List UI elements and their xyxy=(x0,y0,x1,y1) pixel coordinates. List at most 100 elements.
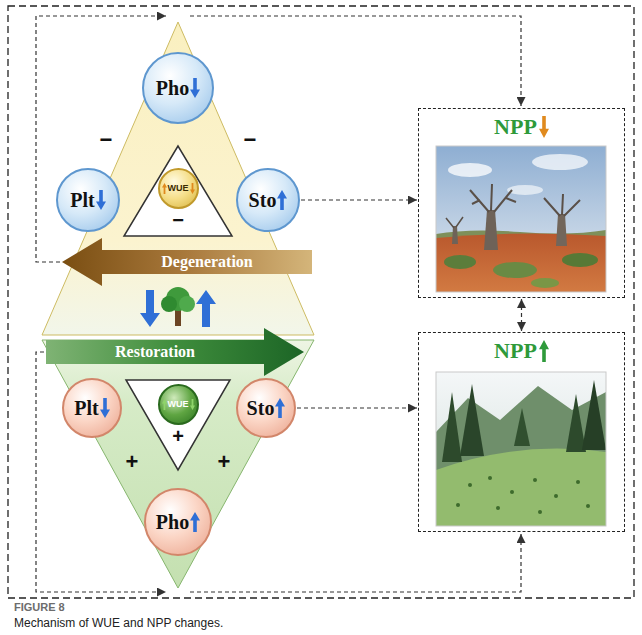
trend-arrow xyxy=(277,190,287,210)
figure-caption: Mechanism of WUE and NPP changes. xyxy=(14,616,223,631)
arrow-body xyxy=(62,238,312,286)
seedling xyxy=(538,510,542,514)
bush xyxy=(562,253,598,267)
trend-arrow-shape xyxy=(539,340,549,362)
baobab-trunk xyxy=(556,214,567,246)
desert-photo xyxy=(436,146,606,292)
degeneration-arrow: Degeneration xyxy=(62,238,312,286)
npp-label: NPP xyxy=(494,115,537,139)
trend-arrow-shape xyxy=(190,399,195,410)
dashed-connector xyxy=(521,299,522,331)
circle-label: Sto xyxy=(249,190,277,210)
circle-content: Sto xyxy=(247,398,286,418)
trend-arrow xyxy=(96,190,106,210)
circle-label: Sto xyxy=(247,398,275,418)
trend-arrow-shape xyxy=(162,399,167,410)
stomata-circle: Sto xyxy=(236,168,300,232)
circle-content: Sto xyxy=(249,190,288,210)
plant-circle: Plt xyxy=(62,378,122,438)
photo-sky xyxy=(436,146,606,292)
npp-panel: NPP xyxy=(418,108,625,298)
seedlings xyxy=(456,476,590,514)
restoration-triangle xyxy=(42,340,314,588)
circle-label: Plt xyxy=(70,190,94,210)
trend-arrow-shape xyxy=(539,116,549,138)
arrow-label: Degeneration xyxy=(102,238,312,286)
feedback-line xyxy=(190,16,521,106)
restoration-arrow: Restoration xyxy=(46,328,304,376)
stomata-circle: Sto xyxy=(236,378,296,438)
trend-arrow xyxy=(190,183,195,194)
trend-arrow xyxy=(190,512,200,532)
circle-label: WUE xyxy=(168,400,189,409)
trend-arrow xyxy=(190,78,200,98)
arrow-body xyxy=(46,328,304,376)
npp-label: NPP xyxy=(494,339,537,363)
tree-icon xyxy=(161,287,195,326)
seedling xyxy=(533,478,537,482)
baobab-branches xyxy=(470,184,516,212)
outer-frame xyxy=(8,6,634,598)
arrow-label: Restoration xyxy=(46,328,264,376)
feedback-line xyxy=(36,16,166,262)
conifer xyxy=(514,408,530,446)
trend-arrow-shape xyxy=(100,398,110,418)
baobab-branches xyxy=(446,217,463,228)
seedling xyxy=(554,494,558,498)
wue-circle: WUE xyxy=(158,384,199,425)
npp-heading: NPP xyxy=(419,339,624,363)
feedback-line xyxy=(36,352,166,592)
circle-content: Plt xyxy=(74,398,109,418)
baobab-trunk xyxy=(452,226,458,244)
trend-arrow xyxy=(539,116,549,138)
seedling xyxy=(586,504,590,508)
forest-photo xyxy=(436,372,606,526)
dashed-connector xyxy=(301,199,417,200)
seedling xyxy=(496,506,500,510)
seedling xyxy=(456,503,460,507)
photo-ground xyxy=(436,233,606,292)
trend-arrow-shape xyxy=(190,78,200,98)
circle-content: Pho xyxy=(156,512,200,532)
seedling xyxy=(510,490,514,494)
down-arrow xyxy=(140,290,160,327)
circle-label: Plt xyxy=(74,398,98,418)
circle-label: Pho xyxy=(156,78,189,98)
trend-arrow xyxy=(100,398,110,418)
inner-triangle xyxy=(124,146,232,236)
photo-frame xyxy=(436,372,606,526)
circle-content: WUE xyxy=(162,399,195,410)
trend-arrow-shape xyxy=(162,183,167,194)
sign-symbol: + xyxy=(168,424,188,448)
cloud xyxy=(532,154,588,170)
trend-arrow-shape xyxy=(277,190,287,210)
photosynthesis-circle: Pho xyxy=(144,488,212,556)
circle-label: Pho xyxy=(156,512,189,532)
feedback-line xyxy=(190,534,521,592)
seedling xyxy=(468,483,472,487)
photosynthesis-circle: Pho xyxy=(142,52,214,124)
photo-frame xyxy=(436,146,606,292)
baobab-branches xyxy=(544,194,580,216)
degeneration-triangle xyxy=(42,22,314,335)
bush xyxy=(493,262,537,278)
figure-number: FIGURE 8 xyxy=(14,600,214,614)
dashed-connector xyxy=(297,407,417,408)
tree-crown xyxy=(179,296,195,312)
trend-arrow-shape xyxy=(96,190,106,210)
cloud xyxy=(448,163,492,177)
circle-content: Pho xyxy=(156,78,200,98)
tree-crown xyxy=(161,296,177,312)
npp-panel: NPP xyxy=(418,332,625,532)
trend-arrow-shape xyxy=(190,183,195,194)
baobab-trunk xyxy=(484,210,498,250)
trend-arrow-shape xyxy=(190,512,200,532)
sign-symbol: + xyxy=(214,450,234,474)
conifer xyxy=(566,394,586,452)
circle-content: Plt xyxy=(70,190,105,210)
trend-arrow xyxy=(162,399,167,410)
trend-arrow-shape xyxy=(275,398,285,418)
